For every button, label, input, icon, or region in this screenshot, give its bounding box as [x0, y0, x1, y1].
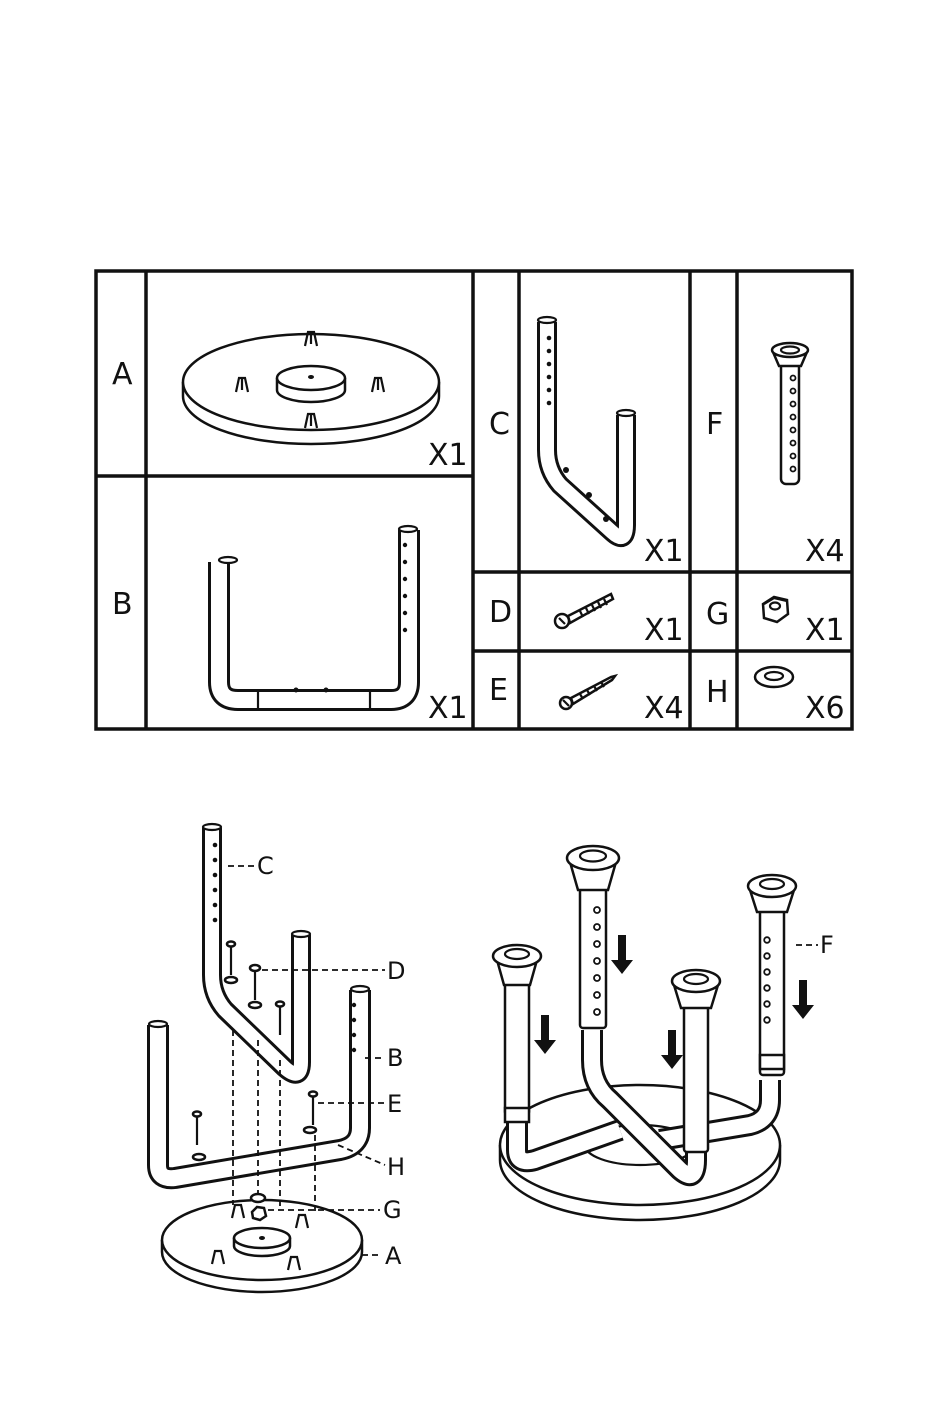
callout-b: B	[387, 1044, 403, 1072]
screw-e-icon	[560, 676, 615, 709]
bent-leg-c-illustration	[538, 317, 635, 537]
part-qty-f: X4	[805, 534, 845, 569]
foot-extension-f-illustration	[772, 343, 808, 484]
part-qty-h: X6	[805, 691, 845, 726]
part-letter-h: H	[706, 675, 729, 710]
part-qty-d: X1	[644, 613, 684, 648]
seat-base-illustration	[183, 332, 439, 444]
part-qty-c: X1	[644, 534, 684, 569]
part-letter-f: F	[706, 407, 723, 442]
part-qty-e: X4	[644, 691, 684, 726]
washer-h-icon	[755, 667, 793, 687]
callout-a: A	[385, 1242, 402, 1270]
part-letter-g: G	[706, 597, 729, 632]
step2-assembled-view: F	[493, 846, 834, 1220]
callout-f: F	[820, 931, 834, 959]
bolt-d-icon	[555, 594, 613, 628]
part-letter-c: C	[489, 407, 510, 442]
callout-d: D	[387, 957, 405, 985]
u-leg-b-illustration	[219, 526, 417, 710]
part-qty-b: X1	[428, 691, 468, 726]
part-qty-a: X1	[428, 438, 468, 473]
callout-g: G	[383, 1196, 402, 1224]
part-letter-b: B	[112, 587, 133, 622]
part-letter-e: E	[489, 673, 508, 708]
part-letter-d: D	[489, 595, 512, 630]
part-qty-g: X1	[805, 613, 845, 648]
hex-nut-g-icon	[763, 597, 788, 622]
part-letter-a: A	[112, 357, 133, 392]
callout-e: E	[387, 1090, 402, 1118]
callout-h: H	[387, 1153, 405, 1181]
callout-c: C	[257, 852, 274, 880]
step1-exploded-view: C D B E H G A	[149, 824, 405, 1292]
